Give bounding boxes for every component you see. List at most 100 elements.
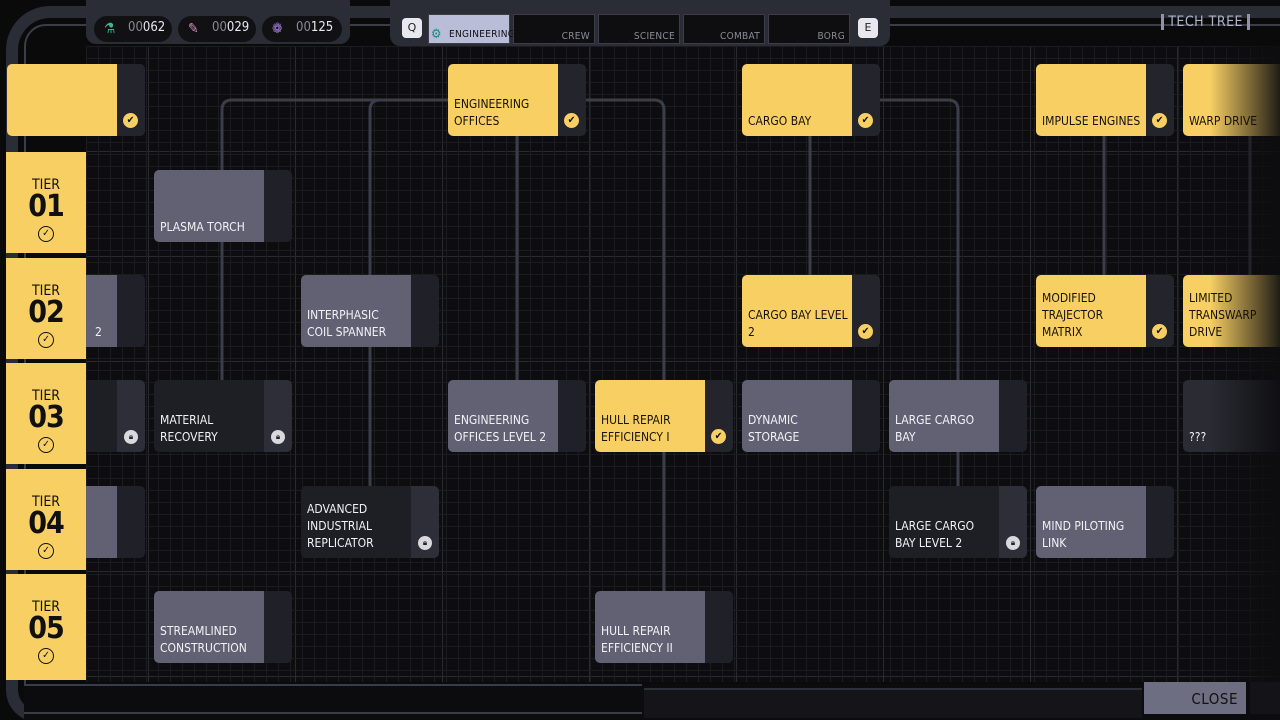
checkmark-icon: ✔ [123, 113, 138, 128]
resource-value: 062 [143, 20, 165, 35]
tech-node-material-recovery[interactable]: MATERIAL RECOVERY 🔒︎ [154, 380, 292, 452]
tech-node-cargo-bay-level-2[interactable]: CARGO BAY LEVEL 2 ✔ [742, 275, 880, 347]
tab-engineering[interactable]: ⚙ENGINEERING [428, 14, 510, 44]
tech-node-body: MODIFIED TRAJECTOR MATRIX [1036, 275, 1146, 347]
gear-icon: ⚙ [431, 27, 442, 42]
tech-node-modified-trajector-matrix[interactable]: MODIFIED TRAJECTOR MATRIX ✔ [1036, 275, 1174, 347]
tech-node-label: ??? [1189, 429, 1280, 446]
tab-combat[interactable]: COMBAT [683, 14, 765, 44]
resource-counter-1: ⚗ 00062 [94, 16, 172, 42]
close-button[interactable]: CLOSE [1144, 682, 1246, 714]
tech-node-label: CARGO BAY [748, 113, 848, 130]
checkmark-icon: ✔ [858, 324, 873, 339]
resource-counter-3: ❁ 00125 [262, 16, 342, 42]
tier-complete-icon: ✓ [38, 543, 54, 559]
tech-node-body: MATERIAL RECOVERY [154, 380, 264, 452]
tech-node-body: ??? [1183, 380, 1280, 452]
tech-node-body: PLASMA TORCH [154, 170, 264, 242]
tech-node-limited-transwarp-drive[interactable]: LIMITED TRANSWARP DRIVE [1183, 275, 1280, 347]
tech-node-impulse-engines[interactable]: IMPULSE ENGINES ✔ [1036, 64, 1174, 136]
tech-node-body: DYNAMIC STORAGE [742, 380, 852, 452]
lock-icon: 🔒︎ [124, 430, 138, 444]
tech-node-label: INTERPHASIC COIL SPANNER [307, 307, 407, 341]
tech-node-mind-piloting-link[interactable]: MIND PILOTING LINK [1036, 486, 1174, 558]
tab-crew[interactable]: CREW [513, 14, 595, 44]
tab-borg[interactable]: BORG [768, 14, 850, 44]
tech-node-offscreen-1[interactable]: ✔ [7, 64, 145, 136]
resource-counter-2: ✎ 00029 [178, 16, 256, 42]
tier-title: TIER [6, 363, 86, 403]
tier-number: 03 [6, 403, 86, 433]
tech-node-engineering-offices-level-2[interactable]: ENGINEERING OFFICES LEVEL 2 [448, 380, 586, 452]
tech-node-status [705, 591, 733, 663]
tech-node-warp-drive[interactable]: WARP DRIVE [1183, 64, 1280, 136]
tech-node-label: DYNAMIC STORAGE [748, 412, 848, 446]
tech-node-status: ✔ [1146, 275, 1174, 347]
tech-node-plasma-torch[interactable]: PLASMA TORCH [154, 170, 292, 242]
tech-node-status: ✔ [852, 64, 880, 136]
tech-node-large-cargo-bay[interactable]: LARGE CARGO BAY [889, 380, 1027, 452]
tier-complete-icon: ✓ [38, 226, 54, 242]
tech-node-engineering-offices[interactable]: ENGINEERING OFFICES ✔ [448, 64, 586, 136]
tech-node-unknown[interactable]: ??? [1183, 380, 1280, 452]
resource-zeros: 00 [296, 20, 311, 35]
tier-number: 01 [6, 192, 86, 222]
tech-node-hull-repair-efficiency-2[interactable]: HULL REPAIR EFFICIENCY II [595, 591, 733, 663]
tech-node-advanced-industrial-replicator[interactable]: ADVANCED INDUSTRIAL REPLICATOR 🔒︎ [301, 486, 439, 558]
tier-complete-icon: ✓ [38, 648, 54, 664]
tab-science[interactable]: SCIENCE [598, 14, 680, 44]
tab-label: SCIENCE [634, 31, 675, 42]
tech-node-streamlined-construction[interactable]: STREAMLINED CONSTRUCTION [154, 591, 292, 663]
tab-label: ENGINEERING [449, 29, 515, 40]
tech-node-label: 2 [95, 324, 113, 341]
bottom-bar-segment [644, 688, 1142, 718]
tech-node-body: INTERPHASIC COIL SPANNER [301, 275, 411, 347]
tab-label: BORG [818, 31, 846, 42]
next-tab-key[interactable]: E [858, 18, 878, 38]
bottom-bar-segment [24, 684, 642, 714]
checkmark-icon: ✔ [858, 113, 873, 128]
tier-number: 05 [6, 614, 86, 644]
tech-node-body: LARGE CARGO BAY LEVEL 2 [889, 486, 999, 558]
tech-node-label: MATERIAL RECOVERY [160, 412, 260, 446]
resource-value: 125 [311, 20, 333, 35]
tech-node-status: ✔ [1146, 64, 1174, 136]
tech-node-label: ENGINEERING OFFICES LEVEL 2 [454, 412, 554, 446]
tech-node-interphasic-coil-spanner[interactable]: INTERPHASIC COIL SPANNER [301, 275, 439, 347]
tech-node-body: ENGINEERING OFFICES LEVEL 2 [448, 380, 558, 452]
brain-icon: ❁ [272, 20, 292, 38]
tech-node-label: ENGINEERING OFFICES [454, 96, 554, 130]
tech-node-label: HULL REPAIR EFFICIENCY II [601, 623, 701, 657]
tech-node-body: CARGO BAY [742, 64, 852, 136]
tech-node-status [1146, 486, 1174, 558]
resource-zeros: 00 [212, 20, 227, 35]
tech-node-label: LARGE CARGO BAY LEVEL 2 [895, 518, 995, 552]
resource-zeros: 00 [128, 20, 143, 35]
tier-complete-icon: ✓ [38, 332, 54, 348]
checkmark-icon: ✔ [1152, 324, 1167, 339]
tech-node-dynamic-storage[interactable]: DYNAMIC STORAGE [742, 380, 880, 452]
prev-tab-key[interactable]: Q [402, 18, 422, 38]
tech-node-label: WARP DRIVE [1189, 113, 1280, 130]
tech-node-body: HULL REPAIR EFFICIENCY I [595, 380, 705, 452]
tech-node-label: MODIFIED TRAJECTOR MATRIX [1042, 290, 1142, 341]
tech-node-status [558, 380, 586, 452]
tech-node-status: ✔ [558, 64, 586, 136]
tech-node-large-cargo-bay-level-2[interactable]: LARGE CARGO BAY LEVEL 2 🔒︎ [889, 486, 1027, 558]
tab-label: COMBAT [720, 31, 760, 42]
tier-number: 02 [6, 298, 86, 328]
tech-node-status: ✔ [705, 380, 733, 452]
tech-node-body: ADVANCED INDUSTRIAL REPLICATOR [301, 486, 411, 558]
tier-title: TIER [6, 469, 86, 509]
tech-node-status [999, 380, 1027, 452]
checkmark-icon: ✔ [564, 113, 579, 128]
tier-02-label: TIER 02 ✓ [6, 258, 86, 359]
category-tabs: Q ⚙ENGINEERING CREW SCIENCE COMBAT BORG … [390, 0, 890, 46]
tech-node-hull-repair-efficiency-1[interactable]: HULL REPAIR EFFICIENCY I ✔ [595, 380, 733, 452]
tech-node-cargo-bay[interactable]: CARGO BAY ✔ [742, 64, 880, 136]
tech-node-status [117, 486, 145, 558]
tech-node-status: 🔒︎ [411, 486, 439, 558]
tech-node-body: MIND PILOTING LINK [1036, 486, 1146, 558]
lock-icon: 🔒︎ [1006, 536, 1020, 550]
